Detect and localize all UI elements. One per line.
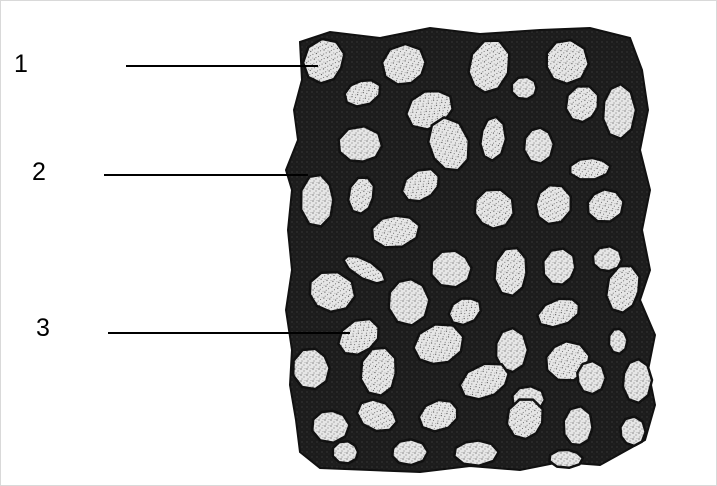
- soil-grain: [620, 417, 645, 446]
- soil-grain: [312, 411, 349, 443]
- soil-grain: [603, 84, 636, 139]
- soil-grain: [550, 450, 583, 468]
- callout-label-3: 3: [36, 316, 50, 341]
- soil-grain: [392, 439, 428, 465]
- soil-grain: [454, 441, 498, 466]
- soil-grain: [333, 441, 358, 463]
- soil-grain: [564, 406, 593, 445]
- soil-grain: [609, 329, 628, 354]
- callout-label-2: 2: [32, 160, 46, 185]
- soil-grain: [577, 361, 606, 394]
- soil-grain: [431, 251, 471, 288]
- soil-grain: [339, 126, 382, 161]
- soil-grain: [301, 175, 333, 227]
- soil-grain: [389, 279, 430, 325]
- soil-grain: [512, 77, 537, 99]
- soil-grain: [293, 349, 329, 389]
- callout-label-1: 1: [14, 52, 28, 77]
- soil-grain: [623, 359, 652, 403]
- soil-grain: [543, 249, 575, 285]
- soil-grain: [524, 128, 554, 164]
